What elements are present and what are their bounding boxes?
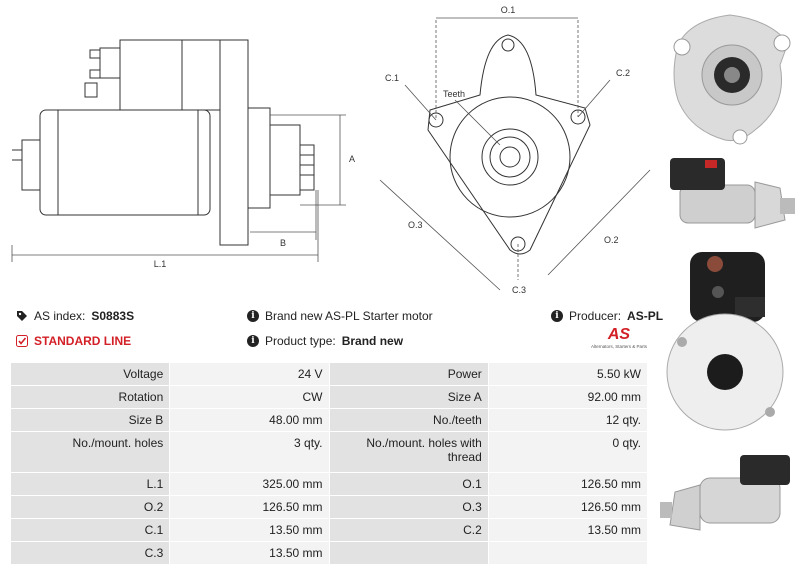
dim-l1-label: L.1	[154, 259, 167, 269]
spec-value: 325.00 mm	[169, 472, 330, 496]
spec-value: 13.50 mm	[169, 541, 330, 565]
dim-o2-label: O.2	[604, 235, 619, 245]
spec-label: No./mount. holes	[9, 431, 171, 473]
spec-value	[487, 541, 649, 565]
spec-label: Rotation	[9, 385, 171, 409]
spec-label: Voltage	[9, 362, 171, 386]
spec-label: C.2	[328, 518, 489, 542]
brand-new-text: Brand new AS-PL Starter motor	[265, 309, 433, 323]
spec-label: No./mount. holes with thread	[328, 431, 489, 473]
as-index-row: AS index: S0883S	[16, 309, 134, 323]
spec-value: 126.50 mm	[487, 495, 649, 519]
spec-value: 24 V	[169, 362, 330, 386]
front-view-drawing: O.1 C.1 C.2 Teeth O.3 O.2 C.3	[379, 5, 651, 295]
dim-teeth-label: Teeth	[443, 89, 465, 99]
dim-o3-label: O.3	[408, 220, 423, 230]
spec-value: 48.00 mm	[169, 408, 330, 432]
spec-value: 92.00 mm	[487, 385, 649, 409]
spec-value: 3 qty.	[169, 431, 330, 473]
spec-value: CW	[169, 385, 330, 409]
spec-value: 126.50 mm	[169, 495, 330, 519]
dim-c1-label: C.1	[385, 73, 399, 83]
as-index-value: S0883S	[91, 309, 135, 323]
info-icon: i	[247, 335, 259, 347]
spec-value: 5.50 kW	[487, 362, 649, 386]
standard-line-label: STANDARD LINE	[34, 334, 132, 348]
tag-icon	[16, 310, 28, 322]
spec-label: C.3	[9, 541, 171, 565]
dim-o1-label: O.1	[501, 5, 516, 15]
producer-label: Producer:	[569, 309, 622, 323]
spec-label: O.1	[328, 472, 489, 496]
product-type-value: Brand new	[341, 334, 404, 348]
spec-label: C.1	[9, 518, 171, 542]
product-type-row: i Product type: Brand new	[247, 334, 403, 348]
dim-c3-label: C.3	[512, 285, 526, 295]
spec-value: 13.50 mm	[487, 518, 649, 542]
spec-label: No./teeth	[328, 408, 489, 432]
product-photo-side-bottom	[660, 450, 800, 545]
product-photo-rear	[660, 242, 800, 442]
spec-value: 12 qty.	[487, 408, 649, 432]
spec-label: L.1	[9, 472, 171, 496]
product-photo-side-top	[660, 150, 800, 240]
spec-label: Size A	[328, 385, 489, 409]
checkbox-icon	[16, 335, 28, 347]
spec-label: O.3	[328, 495, 489, 519]
dim-a-label: A	[349, 154, 355, 164]
logo-tagline: Alternators, Starters & Parts	[590, 344, 648, 349]
side-view-drawing: L.1 B A	[11, 39, 355, 269]
dim-c2-label: C.2	[616, 68, 630, 78]
spec-label: O.2	[9, 495, 171, 519]
info-icon: i	[551, 310, 563, 322]
spec-label: Size B	[9, 408, 171, 432]
spec-value: 13.50 mm	[169, 518, 330, 542]
as-pl-logo: AS Alternators, Starters & Parts	[588, 326, 650, 356]
logo-mark: AS	[607, 326, 631, 343]
standard-line-row: STANDARD LINE	[16, 334, 131, 348]
info-icon: i	[247, 310, 259, 322]
spec-label	[328, 541, 489, 565]
product-type-label: Product type:	[265, 334, 336, 348]
spec-value: 0 qty.	[487, 431, 649, 473]
dim-b-label: B	[280, 238, 286, 248]
spec-label: Power	[328, 362, 489, 386]
as-index-label: AS index:	[34, 309, 86, 323]
producer-row: i Producer: AS-PL	[551, 309, 663, 323]
brand-new-row: i Brand new AS-PL Starter motor	[247, 309, 433, 323]
producer-value: AS-PL	[627, 309, 664, 323]
product-photo-front	[660, 5, 800, 150]
spec-value: 126.50 mm	[487, 472, 649, 496]
